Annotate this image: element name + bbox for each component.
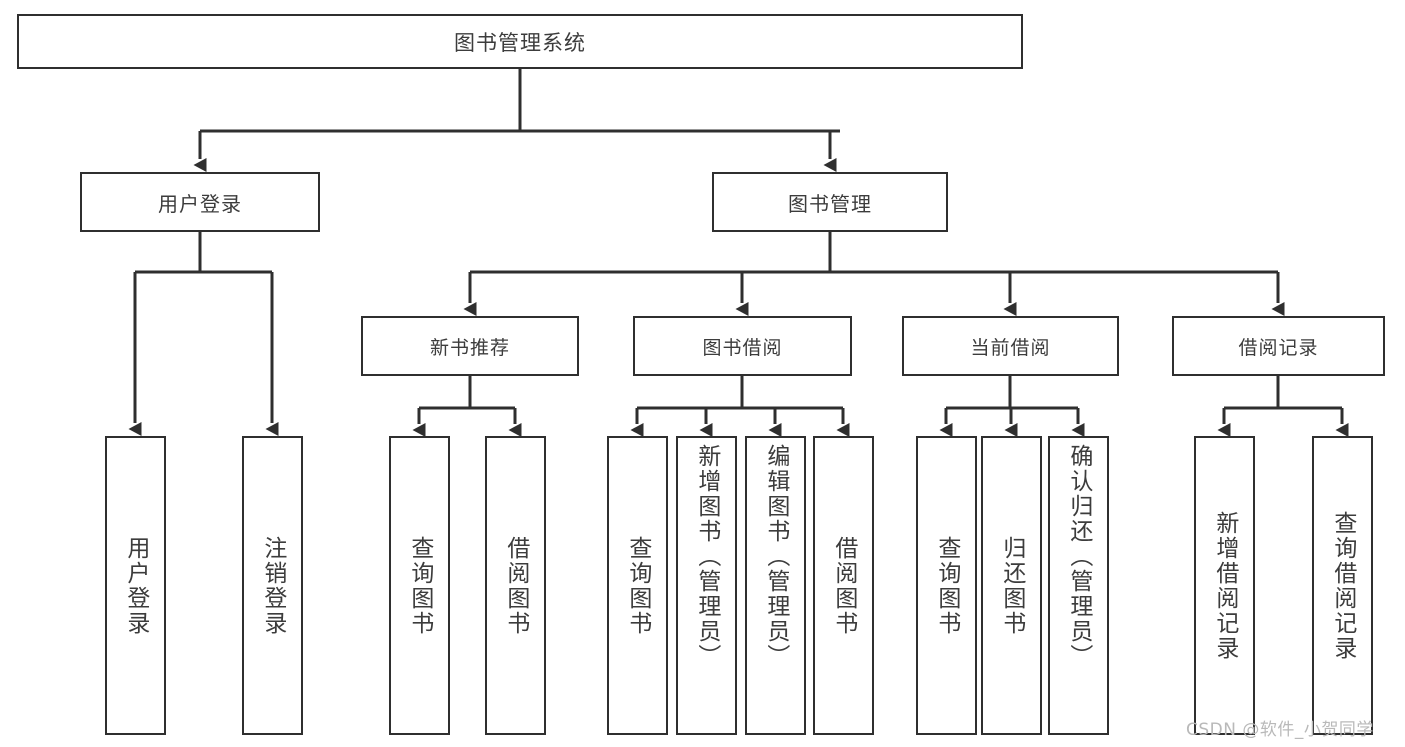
leaf-add-book-admin[interactable]: 新增图书（管理员） <box>676 436 737 735</box>
watermark: CSDN @软件_小贺同学 <box>1186 720 1374 740</box>
leaf-query-borrow-record[interactable]: 查询借阅记录 <box>1312 436 1373 735</box>
leaf-query-book-recommend[interactable]: 查询图书 <box>389 436 450 735</box>
node-label: 借阅图书 <box>502 535 529 636</box>
node-book-management[interactable]: 图书管理 <box>712 172 948 232</box>
leaf-confirm-return-admin[interactable]: 确认归还（管理员） <box>1048 436 1109 735</box>
node-book-borrow[interactable]: 图书借阅 <box>633 316 852 376</box>
leaf-edit-book-admin[interactable]: 编辑图书（管理员） <box>745 436 806 735</box>
leaf-query-book-borrow[interactable]: 查询图书 <box>607 436 668 735</box>
leaf-logout[interactable]: 注销登录 <box>242 436 303 735</box>
node-label: 用户登录 <box>122 535 149 636</box>
node-label: 图书借阅 <box>702 336 783 359</box>
leaf-add-borrow-record[interactable]: 新增借阅记录 <box>1194 436 1255 735</box>
node-new-book-recommend[interactable]: 新书推荐 <box>361 316 579 376</box>
node-label: 图书管理 <box>788 191 872 216</box>
node-label: 注销登录 <box>259 535 286 636</box>
leaf-query-book-current[interactable]: 查询图书 <box>916 436 977 735</box>
node-label: 查询图书 <box>933 535 960 636</box>
leaf-user-login[interactable]: 用户登录 <box>105 436 166 735</box>
node-label: 新书推荐 <box>429 336 510 359</box>
node-label: 图书管理系统 <box>454 30 586 55</box>
node-user-login[interactable]: 用户登录 <box>80 172 320 232</box>
node-label: 新增图书（管理员） <box>693 444 720 669</box>
node-label: 用户登录 <box>158 191 242 216</box>
node-label: 借阅图书 <box>830 535 857 636</box>
node-label: 查询图书 <box>624 535 651 636</box>
node-label: 编辑图书（管理员） <box>762 444 789 669</box>
node-current-borrow[interactable]: 当前借阅 <box>902 316 1119 376</box>
node-label: 确认归还（管理员） <box>1065 444 1092 669</box>
node-label: 查询图书 <box>406 535 433 636</box>
node-label: 新增借阅记录 <box>1211 510 1238 661</box>
leaf-borrow-book[interactable]: 借阅图书 <box>813 436 874 735</box>
node-label: 归还图书 <box>998 535 1025 636</box>
leaf-borrow-book-recommend[interactable]: 借阅图书 <box>485 436 546 735</box>
node-label: 当前借阅 <box>970 336 1051 359</box>
node-book-management-system[interactable]: 图书管理系统 <box>17 14 1023 69</box>
node-label: 查询借阅记录 <box>1329 510 1356 661</box>
node-label: 借阅记录 <box>1238 336 1319 359</box>
node-borrow-record[interactable]: 借阅记录 <box>1172 316 1385 376</box>
leaf-return-book[interactable]: 归还图书 <box>981 436 1042 735</box>
